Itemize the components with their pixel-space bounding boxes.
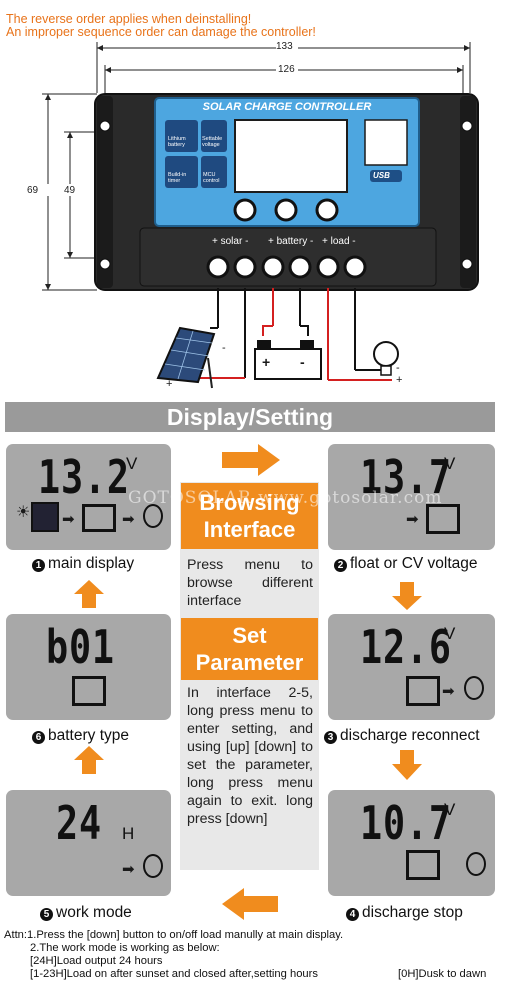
attn-line-1: Attn:1.Press the [down] button to on/off… (4, 929, 344, 941)
arrow-right-icon: ➡ (406, 511, 419, 528)
screen-unit: H (122, 824, 135, 843)
arrow-right-icon: ➡ (122, 511, 135, 528)
arrow-left-icon (222, 888, 278, 920)
screen-unit: V (444, 624, 456, 643)
flow-arrows (74, 444, 422, 920)
attn-line-2: 2.The work mode is working as below: (30, 942, 220, 954)
arrow-up-icon (74, 746, 104, 774)
load-plus: + (396, 374, 403, 386)
screen-work-mode: 24 H ➡ (6, 790, 171, 896)
terminal-load-label: + load - (322, 236, 356, 247)
battery-icon (426, 504, 460, 534)
screen-value: b01 (46, 620, 115, 674)
screen-main-display: 13.2 V ☀ ➡ ➡ (6, 444, 171, 550)
bulb-icon (143, 854, 163, 878)
dim-inner-width: 126 (278, 64, 295, 75)
screen-value: 24 (56, 796, 102, 850)
screen-unit: V (126, 454, 138, 473)
sun-icon: ☀ (16, 504, 31, 521)
browsing-desc: Press menu to browse different interface (187, 557, 313, 609)
screen-value: 13.7 (360, 450, 452, 504)
arrow-up-icon (74, 580, 104, 608)
set-parameter-title: Set Parameter (181, 618, 318, 680)
arrow-right-icon: ➡ (62, 511, 75, 528)
battery-plus: + (262, 354, 271, 370)
terminal-solar-label: + solar - (212, 236, 249, 247)
solar-panel-icon (31, 502, 59, 532)
watermark: GOTOSOLAR www.gotosolar.com (128, 488, 443, 508)
battery-icon (406, 850, 440, 880)
solar-minus: - (222, 342, 226, 354)
arrow-right-icon: ➡ (442, 683, 455, 700)
warning-line-2: An improper sequence order can damage th… (6, 25, 316, 39)
warning-line-1: The reverse order applies when deinstall… (6, 12, 252, 26)
bulb-icon (466, 852, 486, 876)
bulb-icon (143, 504, 163, 528)
load-minus: - (396, 362, 400, 374)
attn-line-4a: [1-23H]Load on after sunset and closed a… (30, 968, 318, 980)
screen-unit: V (444, 454, 456, 473)
dim-inner-height: 49 (64, 185, 76, 196)
attn-line-4b: [0H]Dusk to dawn (398, 968, 487, 980)
screen-value: 10.7 (360, 796, 452, 850)
screen-unit: V (444, 800, 456, 819)
battery-minus: - (300, 354, 305, 370)
screen-value: 12.6 (360, 620, 452, 674)
screen-value: 13.2 (38, 450, 130, 504)
terminal-battery-label: + battery - (268, 236, 314, 247)
attn-line-3: [24H]Load output 24 hours (30, 955, 163, 967)
set-parameter-desc: In interface 2-5, long press menu to ent… (187, 685, 313, 827)
controller-drawing (36, 42, 479, 389)
arrow-right-icon: ➡ (122, 861, 135, 878)
browsing-title: Browsing Interface (181, 483, 318, 549)
usb-label: USB (373, 171, 390, 180)
arrow-down-icon (392, 750, 422, 780)
screen-discharge-reconnect: 12.6 V ➡ (328, 614, 495, 720)
dim-outer-width: 133 (276, 41, 293, 52)
controller-title: SOLAR CHARGE CONTROLLER (202, 101, 372, 113)
bulb-icon (464, 676, 484, 700)
dim-outer-height: 69 (27, 185, 39, 196)
section-title: Display/Setting (5, 402, 495, 432)
battery-icon (82, 504, 116, 532)
screen-discharge-stop: 10.7 V (328, 790, 495, 896)
arrow-right-icon (222, 444, 280, 476)
arrow-down-icon (392, 582, 422, 610)
screen-battery-type: b01 (6, 614, 171, 720)
battery-icon (72, 676, 106, 706)
battery-icon (406, 676, 440, 706)
screen-float-voltage: 13.7 V ➡ (328, 444, 495, 550)
solar-plus: + (166, 378, 173, 390)
